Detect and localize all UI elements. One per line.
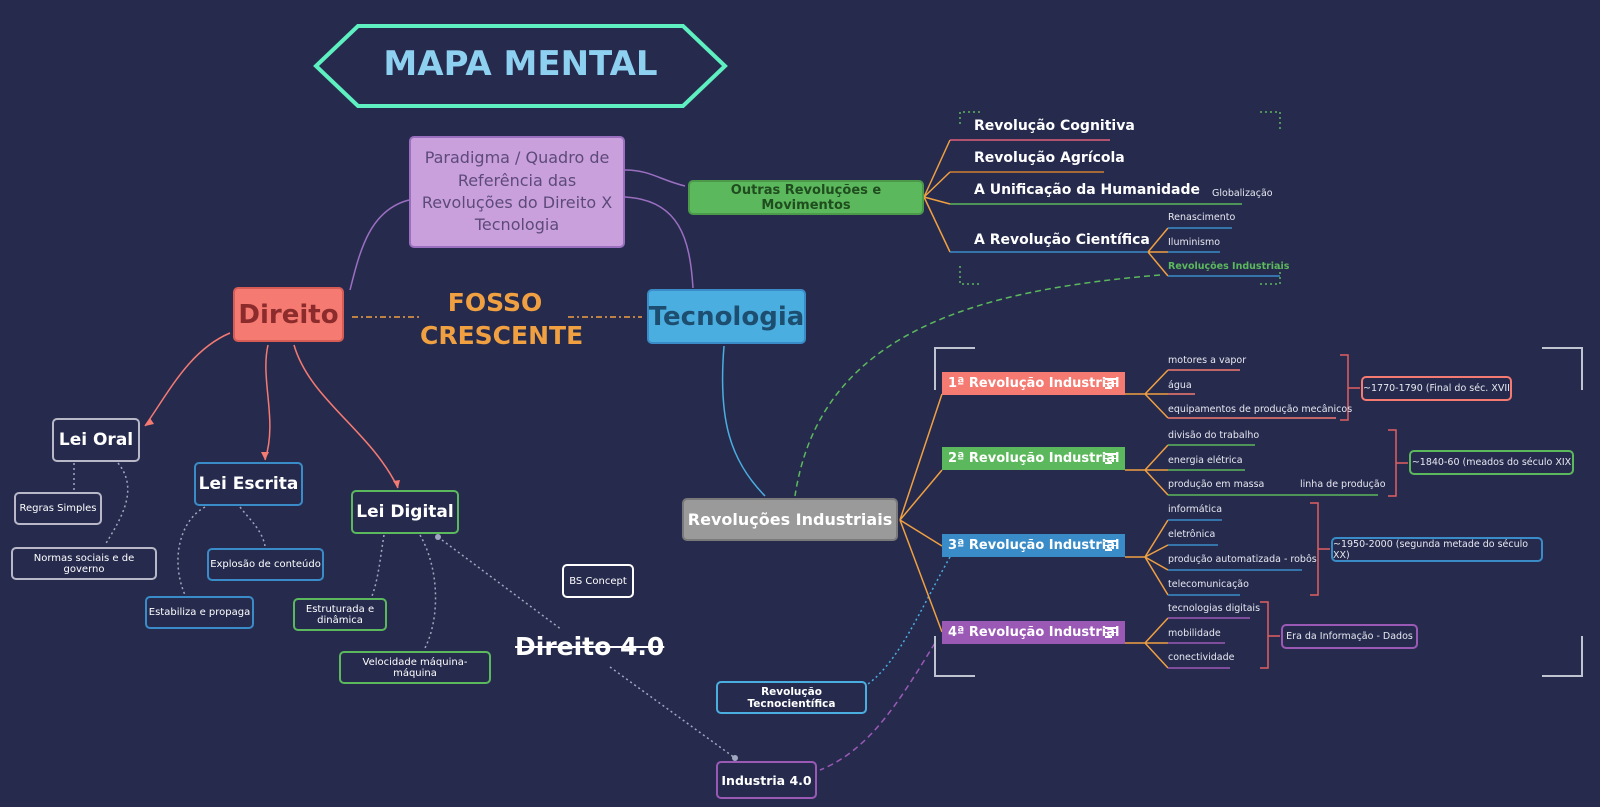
iluminismo[interactable]: Iluminismo: [1168, 237, 1221, 248]
renascimento[interactable]: Renascimento: [1168, 212, 1236, 223]
item[interactable]: linha de produção: [1300, 479, 1386, 490]
explosao-conteudo-node[interactable]: Explosão de conteúdo: [207, 548, 324, 581]
period-4[interactable]: Era da Informação - Dados: [1281, 624, 1418, 649]
paradigma-node[interactable]: Paradigma / Quadro de Referência das Rev…: [409, 136, 625, 248]
unificacao-humanidade[interactable]: A Unificação da Humanidade: [974, 182, 1201, 198]
direito-node[interactable]: Direito: [233, 287, 344, 342]
rev-industrial-2[interactable]: 2ª Revolução Industrial: [942, 447, 1125, 470]
item[interactable]: eletrônica: [1168, 529, 1216, 540]
lei-escrita-node[interactable]: Lei Escrita: [194, 462, 303, 506]
velocidade-node[interactable]: Velocidade máquina-máquina: [339, 651, 491, 684]
tecnologia-node[interactable]: Tecnologia: [647, 289, 806, 344]
item[interactable]: água: [1168, 380, 1192, 391]
item[interactable]: produção automatizada - robôs: [1168, 554, 1317, 565]
revolucoes-industriais-link[interactable]: Revoluções Industriais: [1168, 261, 1290, 272]
item[interactable]: produção em massa: [1168, 479, 1265, 490]
rev-industrial-1[interactable]: 1ª Revolução Industrial: [942, 372, 1125, 395]
item[interactable]: equipamentos de produção mecânicos: [1168, 404, 1353, 415]
rev-label: 1ª Revolução Industrial: [948, 376, 1120, 391]
item[interactable]: conectividade: [1168, 652, 1235, 663]
item[interactable]: motores a vapor: [1168, 355, 1247, 366]
period-3[interactable]: ~1950-2000 (segunda metade do século XX): [1331, 537, 1543, 562]
revolucoes-industriais-node[interactable]: Revoluções Industriais: [682, 498, 898, 541]
lei-digital-node[interactable]: Lei Digital: [351, 490, 459, 534]
rev-industrial-4[interactable]: 4ª Revolução Industrial: [942, 621, 1125, 644]
fosso-line-2: CRESCENTE: [420, 321, 584, 350]
item[interactable]: divisão do trabalho: [1168, 430, 1260, 441]
outras-revolucoes-node[interactable]: Outras Revoluções e Movimentos: [688, 180, 924, 215]
regras-simples-node[interactable]: Regras Simples: [14, 492, 102, 525]
rev-label: 4ª Revolução Industrial: [948, 625, 1120, 640]
estruturada-node[interactable]: Estruturada e dinâmica: [293, 598, 387, 631]
fosso-crescente-label: FOSSO CRESCENTE: [420, 286, 584, 352]
notes-icon[interactable]: [1105, 627, 1117, 641]
revolucao-agricola[interactable]: Revolução Agrícola: [974, 150, 1125, 166]
item[interactable]: informática: [1168, 504, 1223, 515]
rev-label: 2ª Revolução Industrial: [948, 451, 1120, 466]
period-1[interactable]: ~1770-1790 (Final do séc. XVII: [1361, 376, 1512, 401]
estabiliza-node[interactable]: Estabiliza e propaga: [145, 596, 254, 629]
lei-oral-node[interactable]: Lei Oral: [52, 418, 140, 462]
rev-label: 3ª Revolução Industrial: [948, 538, 1120, 553]
fosso-line-1: FOSSO: [447, 288, 543, 317]
item[interactable]: mobilidade: [1168, 628, 1221, 639]
period-2[interactable]: ~1840-60 (meados do século XIX: [1409, 450, 1574, 475]
revolucao-cientifica[interactable]: A Revolução Científica: [974, 232, 1150, 248]
revolucao-tecnocientifica-node[interactable]: Revolução Tecnocientífica: [716, 681, 867, 714]
normas-sociais-node[interactable]: Normas sociais e de governo: [11, 547, 157, 580]
direito-40-label[interactable]: Direito 4.0: [515, 632, 665, 661]
notes-icon[interactable]: [1105, 453, 1117, 467]
globalizacao[interactable]: Globalização: [1212, 188, 1273, 199]
map-title: MAPA MENTAL: [383, 44, 658, 84]
notes-icon[interactable]: [1105, 540, 1117, 554]
item[interactable]: tecnologias digitais: [1168, 603, 1261, 614]
item[interactable]: telecomunicação: [1168, 579, 1249, 590]
bs-concept-node[interactable]: BS Concept: [562, 564, 634, 598]
notes-icon[interactable]: [1105, 378, 1117, 392]
industria-40-node[interactable]: Industria 4.0: [716, 761, 817, 799]
rev-industrial-3[interactable]: 3ª Revolução Industrial: [942, 534, 1125, 557]
revolucao-cognitiva[interactable]: Revolução Cognitiva: [974, 118, 1135, 134]
item[interactable]: energia elétrica: [1168, 455, 1243, 466]
